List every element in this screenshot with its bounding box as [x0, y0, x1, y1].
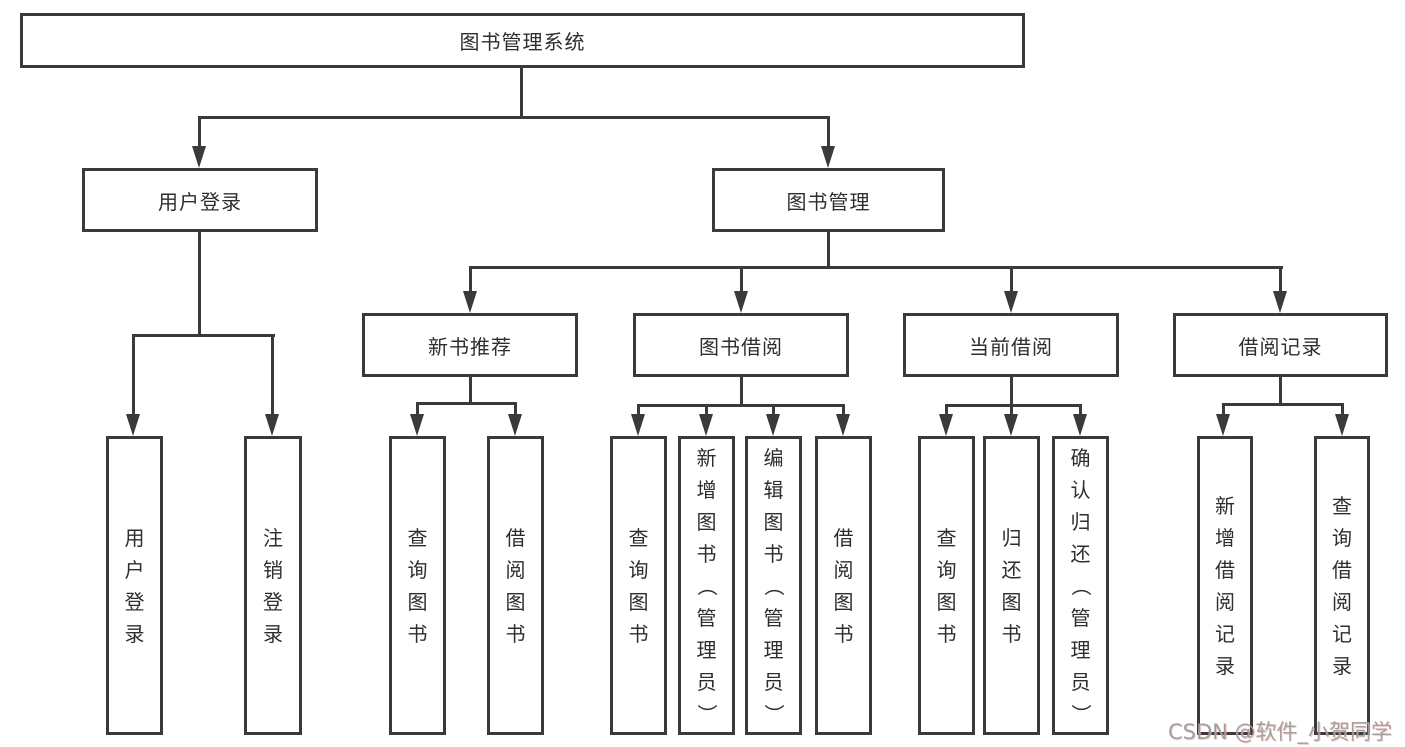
connector-line [740, 266, 743, 293]
connector-line [132, 334, 275, 337]
arrowhead [766, 414, 780, 436]
node-book-management: 图书管理 [712, 168, 945, 232]
arrowhead [1216, 414, 1230, 436]
node-book-borrowing: 图书借阅 [633, 313, 849, 377]
connector-line [198, 116, 830, 119]
node-current-borrowing-label: 当前借阅 [969, 334, 1053, 359]
node-new-book-recommendation-label: 新书推荐 [428, 334, 512, 359]
arrowhead [821, 146, 835, 168]
leaf-query-books-under-borrowing: 查询图书 [610, 436, 667, 735]
connector-line [1222, 403, 1344, 406]
arrowhead [1073, 414, 1087, 436]
arrowhead [265, 414, 279, 436]
node-new-book-recommendation: 新书推荐 [362, 313, 578, 377]
connector-line [1010, 404, 1013, 418]
arrowhead [836, 414, 850, 436]
watermark: CSDN @软件_小贺同学 [1168, 720, 1393, 744]
arrowhead [126, 414, 140, 436]
connector-line [132, 334, 135, 416]
leaf-query-borrowing-record: 查询借阅记录 [1314, 436, 1370, 735]
leaf-query-books-under-current: 查询图书 [918, 436, 975, 735]
connector-line [740, 375, 743, 407]
arrowhead [508, 414, 522, 436]
leaf-logout: 注销登录 [244, 436, 302, 735]
arrowhead [939, 414, 953, 436]
node-user-login-label: 用户登录 [158, 189, 242, 214]
node-current-borrowing: 当前借阅 [903, 313, 1119, 377]
connector-line [945, 404, 1082, 407]
connector-line [198, 230, 201, 336]
connector-line [1341, 403, 1344, 418]
leaf-confirm-return-admin: 确认归还（管理员） [1052, 436, 1109, 735]
connector-line [827, 116, 830, 150]
leaf-return-books: 归还图书 [983, 436, 1040, 735]
arrowhead [631, 414, 645, 436]
arrowhead [1335, 414, 1349, 436]
connector-line [1010, 375, 1013, 407]
connector-line [1279, 266, 1282, 293]
connector-line [514, 402, 517, 418]
node-user-login: 用户登录 [82, 168, 318, 232]
leaf-borrow-books-under-borrowing: 借阅图书 [815, 436, 872, 735]
node-borrowing-records: 借阅记录 [1173, 313, 1388, 377]
connector-line [271, 334, 274, 416]
node-library-system-label: 图书管理系统 [459, 30, 586, 54]
leaf-add-borrowing-record: 新增借阅记录 [1197, 436, 1253, 735]
connector-line [1010, 266, 1013, 293]
connector-line [637, 404, 640, 418]
connector-line [198, 116, 201, 150]
connector-line [520, 66, 523, 119]
arrowhead [1004, 291, 1018, 313]
connector-line [469, 266, 1283, 269]
leaf-borrow-books-under-recommendation: 借阅图书 [487, 436, 544, 735]
arrowhead [410, 414, 424, 436]
arrowhead [463, 291, 477, 313]
connector-line [772, 404, 775, 418]
connector-line [842, 404, 845, 418]
leaf-user-login: 用户登录 [106, 436, 163, 735]
connector-line [1079, 404, 1082, 418]
leaf-add-book-admin: 新增图书（管理员） [678, 436, 735, 735]
connector-line [1279, 375, 1282, 406]
connector-line [827, 231, 830, 269]
connector-line [416, 402, 517, 405]
arrowhead [734, 291, 748, 313]
connector-line [416, 402, 419, 418]
arrowhead [699, 414, 713, 436]
arrowhead [1273, 291, 1287, 313]
arrowhead [1004, 414, 1018, 436]
node-book-management-label: 图书管理 [786, 189, 871, 214]
node-library-system: 图书管理系统 [20, 13, 1025, 68]
leaf-edit-book-admin: 编辑图书（管理员） [745, 436, 802, 735]
leaf-query-books-under-recommendation: 查询图书 [389, 436, 446, 735]
node-book-borrowing-label: 图书借阅 [699, 334, 783, 359]
connector-line [469, 266, 472, 293]
connector-line [637, 404, 845, 407]
connector-line [469, 375, 472, 405]
arrowhead [192, 146, 206, 168]
connector-line [1222, 403, 1225, 418]
node-borrowing-records-label: 借阅记录 [1238, 334, 1323, 359]
connector-line [945, 404, 948, 418]
connector-line [705, 404, 708, 418]
